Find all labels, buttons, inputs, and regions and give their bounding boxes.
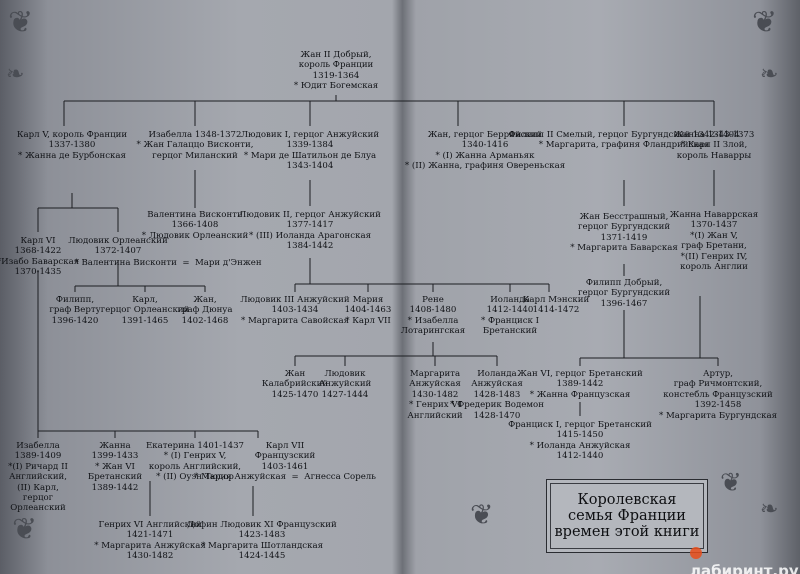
person-jeanne-navarre: Жанна Наваррская 1370-1437 *(I) Жан V, г… — [669, 210, 759, 273]
connector-line — [63, 95, 715, 126]
spouses-louis-orleans: * Валентина Висконти = Мари д'Энжен — [74, 258, 262, 268]
connector-line — [37, 270, 259, 438]
person-arthur-richmond: Артур, граф Ричмонтский, констебль Франц… — [658, 369, 778, 421]
person-charles-maine: Карл Мэнский 1414-1472 — [522, 295, 590, 316]
person-yolande-1412: Иоланда 1412-1440 * Франциск I Бретански… — [480, 295, 540, 337]
ornament-flourish-icon: ❧ — [760, 497, 779, 522]
diagram-title: Королевская семья Франции времен этой кн… — [554, 492, 700, 540]
person-charles-orleans: Карл, герцог Орлеанский 1391-1465 — [100, 295, 190, 326]
person-jeanne-1343: Жанна 1343-1373 * Карл II Злой, король Н… — [673, 130, 755, 161]
person-catherine-valois: Екатерина 1401-1437 * (I) Генрих V, коро… — [145, 441, 245, 483]
person-louis-xi: Дофин Людовик XI Французский 1423-1483 *… — [187, 520, 337, 562]
person-charles-vii: Карл VII Французский 1403-1461 * Мария А… — [194, 441, 376, 483]
person-jean-ii: Жан II Добрый, король Франции 1319-1364 … — [293, 50, 379, 92]
ornament-flourish-icon: ❦ — [752, 5, 778, 40]
person-yolande-1428: Иоланда Анжуйская 1428-1483 * Фредерик В… — [450, 369, 544, 421]
labirint-logo-icon — [690, 547, 702, 559]
person-jean-dunois: Жан, граф Дюнуа 1402-1468 — [177, 295, 233, 326]
connector-line — [74, 260, 206, 292]
person-jeanne-1399: Жанна 1399-1433 * Жан VI Бретанский 1389… — [87, 441, 143, 493]
person-jean-calabria: Жан Калабрийский 1425-1470 — [261, 369, 329, 400]
person-jean-fearless: Жан Бесстрашный, герцог Бургундский 1371… — [570, 212, 678, 254]
ornament-flourish-icon: ❦ — [12, 512, 38, 547]
person-marie-anjou: Мария 1404-1463 * Карл VII — [344, 295, 392, 326]
person-jean-vi-brittany: Жан VI, герцог Бретанский 1389-1442 * Жа… — [517, 369, 643, 400]
person-valentina-visconti: Валентина Висконти 1366-1408 * Людовик О… — [141, 210, 249, 241]
ornament-flourish-icon: ❦ — [8, 5, 34, 40]
person-henry-vi: Генрих VI Английский 1421-1471 * Маргари… — [94, 520, 206, 562]
person-philippe-ii: Филипп II Смелый, герцог Бургундский 134… — [508, 130, 740, 151]
person-jean-berry: Жан, герцог Беррийский 1340-1416 * (I) Ж… — [404, 130, 566, 172]
person-louis-anjou: Людовик Анжуйский 1427-1444 — [318, 369, 372, 400]
person-louis-i-anjou: Людовик I, герцог Анжуйский 1339-1384 * … — [240, 130, 380, 172]
ornament-flourish-icon: ❧ — [6, 62, 25, 87]
person-charles-vi: Карл VI 1368-1422 *Изабо Баварская 1370-… — [0, 236, 80, 278]
person-charles-v: Карл V, король Франции 1337-1380 * Жанна… — [16, 130, 128, 161]
connector-line — [294, 258, 550, 292]
watermark: лабиринт.ру — [690, 544, 800, 574]
title-plate: Королевская семья Франции времен этой кн… — [546, 479, 708, 553]
person-louis-iii-anjou: Людовик III Анжуйский 1403-1434 * Маргар… — [240, 295, 350, 326]
connector-line — [37, 193, 119, 232]
person-louis-ii-anjou: Людовик II, герцог Анжуйский 1377-1417 *… — [239, 210, 381, 252]
person-philippe-good: Филипп Добрый, герцог Бургундский 1396-1… — [577, 278, 671, 309]
person-margaret-anjou: Маргарита Анжуйская 1430-1482 * Генрих V… — [407, 369, 463, 421]
ornament-flourish-icon: ❧ — [760, 62, 779, 87]
person-philippe-vertu: Филипп, граф Верту 1396-1420 — [49, 295, 101, 326]
person-rene: Рене 1408-1480 * Изабелла Лотарингская — [400, 295, 466, 337]
watermark-text: лабиринт.ру — [690, 562, 799, 574]
person-isabella-1389: Изабелла 1389-1409 *(I) Ричард II Англий… — [8, 441, 68, 514]
connector-line — [294, 342, 498, 366]
ornament-flourish-icon: ❦ — [720, 468, 742, 498]
person-isabella-1348: Изабелла 1348-1372 * Жан Галаццо Висконт… — [136, 130, 254, 161]
ornament-flourish-icon: ❦ — [470, 498, 494, 531]
person-francis-i-brittany: Франциск I, герцог Бретанский 1415-1450 … — [508, 420, 652, 462]
person-louis-orleans: Людовик Орлеанский 1372-1407 — [68, 236, 168, 257]
connector-line — [579, 310, 719, 366]
